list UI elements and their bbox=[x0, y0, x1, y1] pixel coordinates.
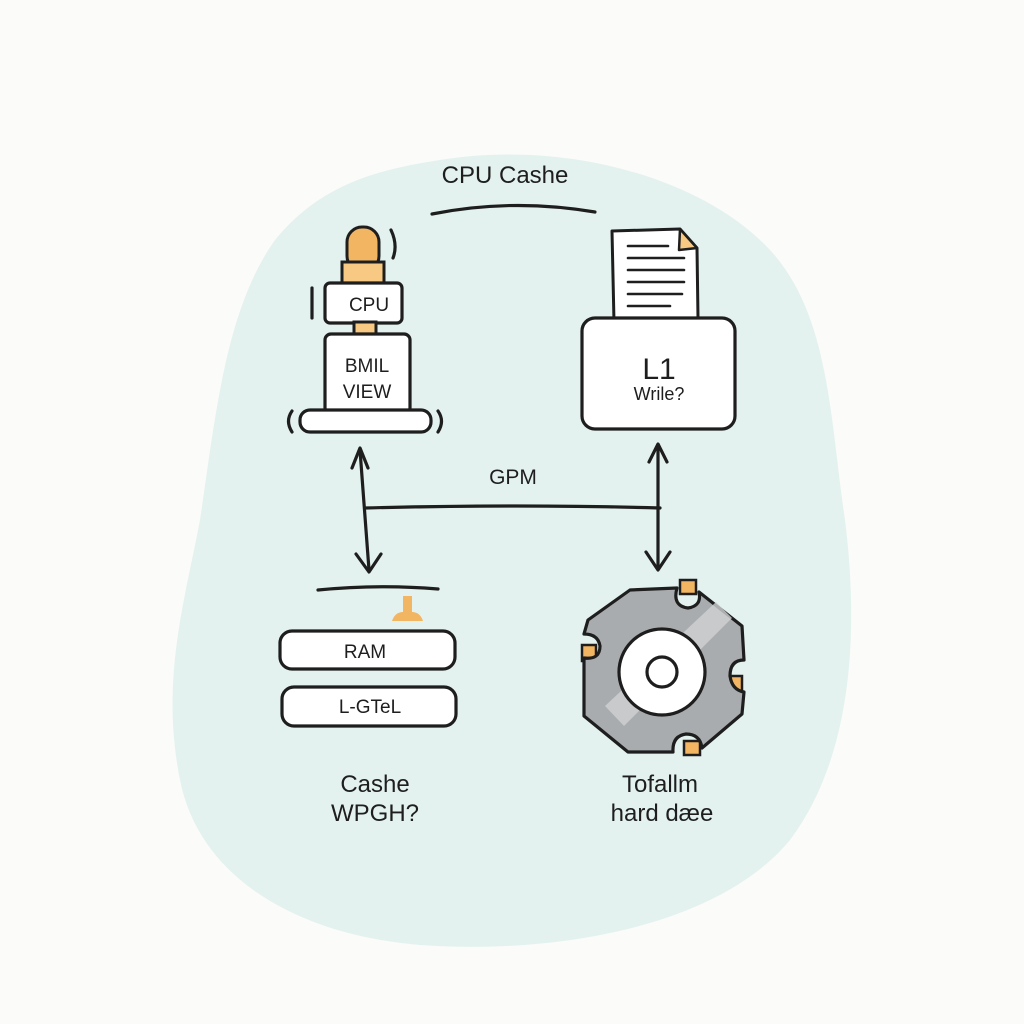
l1-arrow-down-icon bbox=[644, 550, 672, 572]
l1-box bbox=[580, 316, 737, 431]
l1-title: L1 bbox=[642, 353, 675, 386]
cpu-label: CPU bbox=[349, 295, 389, 316]
cpu-node: CPU BMIL VIEW bbox=[286, 225, 444, 434]
cpu-base-right-mark-icon bbox=[436, 409, 444, 434]
connector-arrows: GPM bbox=[350, 442, 672, 574]
diagram-title: CPU Cashe bbox=[442, 162, 569, 189]
ram-accent-marker-icon bbox=[392, 596, 423, 621]
disk-tab-top-icon bbox=[678, 578, 698, 596]
cpu-arrow-line bbox=[358, 448, 371, 572]
connector-label: GPM bbox=[489, 466, 537, 489]
disk-tab-bottom-icon bbox=[682, 739, 702, 757]
disk-caption-line2: hard dæe bbox=[611, 800, 714, 827]
ram-top-line bbox=[316, 585, 440, 592]
document-icon bbox=[610, 227, 700, 324]
cpu-base-left-mark-icon bbox=[286, 409, 294, 434]
cpu-arrow-up-icon bbox=[350, 446, 370, 470]
cpu-arrow-down-icon bbox=[354, 552, 383, 574]
ram-bar-1 bbox=[278, 629, 457, 671]
disk-caption-line1: Tofallm bbox=[622, 771, 698, 798]
ram-bar-2 bbox=[280, 685, 458, 728]
l1-arrow-up-icon bbox=[647, 442, 669, 464]
disk-spindle-icon bbox=[645, 655, 679, 689]
background-blob bbox=[172, 154, 852, 947]
document-fold-icon bbox=[677, 227, 699, 252]
cpu-motion-mark-icon bbox=[389, 228, 397, 260]
disk-node: Tofallm hard dæe bbox=[580, 578, 746, 827]
ram-caption-line2: WPGH? bbox=[331, 800, 419, 827]
ram-node: RAM L-GTeL Cashe WPGH? bbox=[278, 585, 458, 827]
cpu-body-line2: VIEW bbox=[343, 382, 392, 403]
l1-subtitle: Wrile? bbox=[634, 384, 685, 404]
l1-node: L1 Wrile? bbox=[580, 227, 737, 431]
title-underline bbox=[430, 203, 597, 216]
document-lines-icon bbox=[626, 244, 686, 308]
cpu-base-plate bbox=[298, 408, 433, 434]
ram-bar-1-label: RAM bbox=[344, 642, 386, 663]
ram-bar-2-label: L-GTeL bbox=[339, 697, 401, 718]
bus-line bbox=[363, 504, 662, 510]
cpu-body-line1: BMIL bbox=[345, 356, 389, 377]
ram-caption-line1: Cashe bbox=[340, 771, 409, 798]
